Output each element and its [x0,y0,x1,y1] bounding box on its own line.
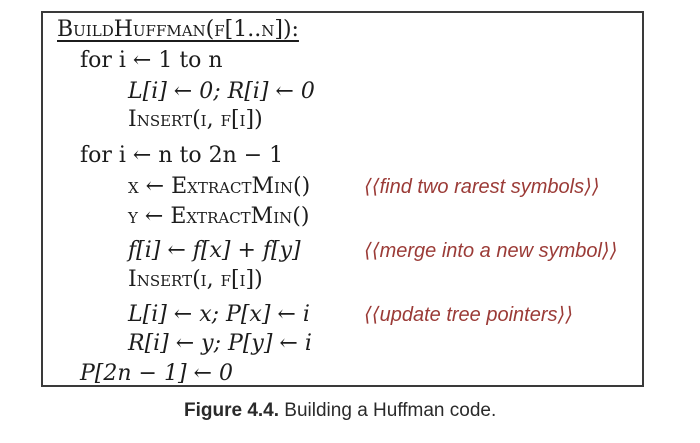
algorithm-title: BuildHuffman(f[1..n]): [57,17,299,42]
algorithm-box: BuildHuffman(f[1..n]): for i ← 1 to n L[… [41,11,644,387]
code-line-8: Insert(i, f[i]) [128,267,263,292]
comment-update-pointers: ⟨⟨update tree pointers⟩⟩ [364,304,574,326]
code-line-4: for i ← n to 2n − 1 [80,143,284,168]
comment-find-rarest: ⟨⟨find two rarest symbols⟩⟩ [364,176,600,198]
code-line-7: f[i] ← f[x] + f[y] [128,238,301,263]
code-line-2: L[i] ← 0; R[i] ← 0 [128,79,315,104]
code-line-3: Insert(i, f[i]) [128,107,263,132]
code-line-10: R[i] ← y; P[y] ← i [128,331,312,356]
code-line-5: x ← ExtractMin() [128,174,311,199]
code-line-1: for i ← 1 to n [80,48,223,73]
caption-text: Building a Huffman code. [279,400,497,421]
caption-label: Figure 4.4. [184,400,280,421]
comment-merge: ⟨⟨merge into a new symbol⟩⟩ [364,240,618,262]
figure-caption: Figure 4.4. Building a Huffman code. [184,400,496,422]
code-line-6: y ← ExtractMin() [128,204,310,229]
code-line-9: L[i] ← x; P[x] ← i [128,302,310,327]
code-line-11: P[2n − 1] ← 0 [80,361,233,386]
